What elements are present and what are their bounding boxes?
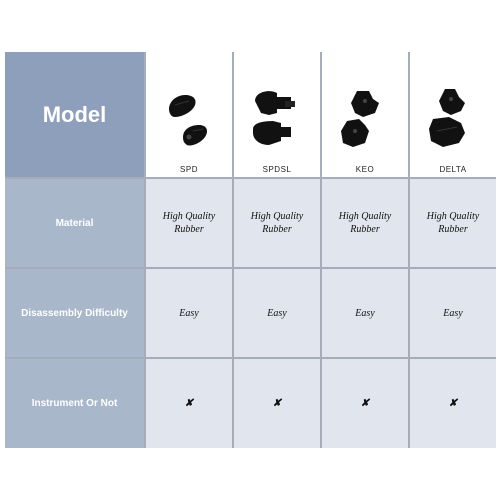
cross-mark-icon: ✘	[272, 398, 282, 409]
material-value: High Quality Rubber	[146, 179, 232, 267]
material-value: High Quality Rubber	[234, 179, 320, 267]
difficulty-value: Easy	[146, 269, 232, 357]
comparison-table: Model SPD SPDSL KEO	[5, 52, 496, 448]
product-name: DELTA	[439, 165, 467, 174]
cross-mark-icon: ✘	[448, 398, 458, 409]
difficulty-value: Easy	[234, 269, 320, 357]
instrument-value: ✘	[146, 359, 232, 448]
difficulty-value: Easy	[410, 269, 496, 357]
difficulty-value: Easy	[322, 269, 408, 357]
product-column-delta: DELTA	[410, 52, 496, 177]
material-value: High Quality Rubber	[322, 179, 408, 267]
spd-cleat-covers-icon	[169, 95, 207, 146]
model-header-label: Model	[42, 101, 107, 127]
delta-cleat-covers-icon	[429, 89, 465, 147]
cross-mark-icon: ✘	[184, 398, 194, 409]
instrument-value: ✘	[322, 359, 408, 448]
row-label-disassembly-difficulty: Disassembly Difficulty	[5, 269, 144, 357]
product-name: KEO	[355, 165, 375, 174]
row-label-material: Material	[5, 179, 144, 267]
product-column-keo: KEO	[322, 52, 408, 177]
product-name: SPD	[180, 165, 198, 174]
product-name: SPDSL	[262, 165, 292, 174]
keo-cleat-covers-icon	[341, 91, 379, 147]
model-header: Model	[5, 52, 144, 177]
product-column-spd: SPD	[146, 52, 232, 177]
instrument-value: ✘	[234, 359, 320, 448]
spdsl-cleat-covers-icon	[253, 91, 295, 145]
row-label-instrument-or-not: Instrument Or Not	[5, 359, 144, 448]
instrument-value: ✘	[410, 359, 496, 448]
cross-mark-icon: ✘	[360, 398, 370, 409]
product-column-spdsl: SPDSL	[234, 52, 320, 177]
material-value: High Quality Rubber	[410, 179, 496, 267]
